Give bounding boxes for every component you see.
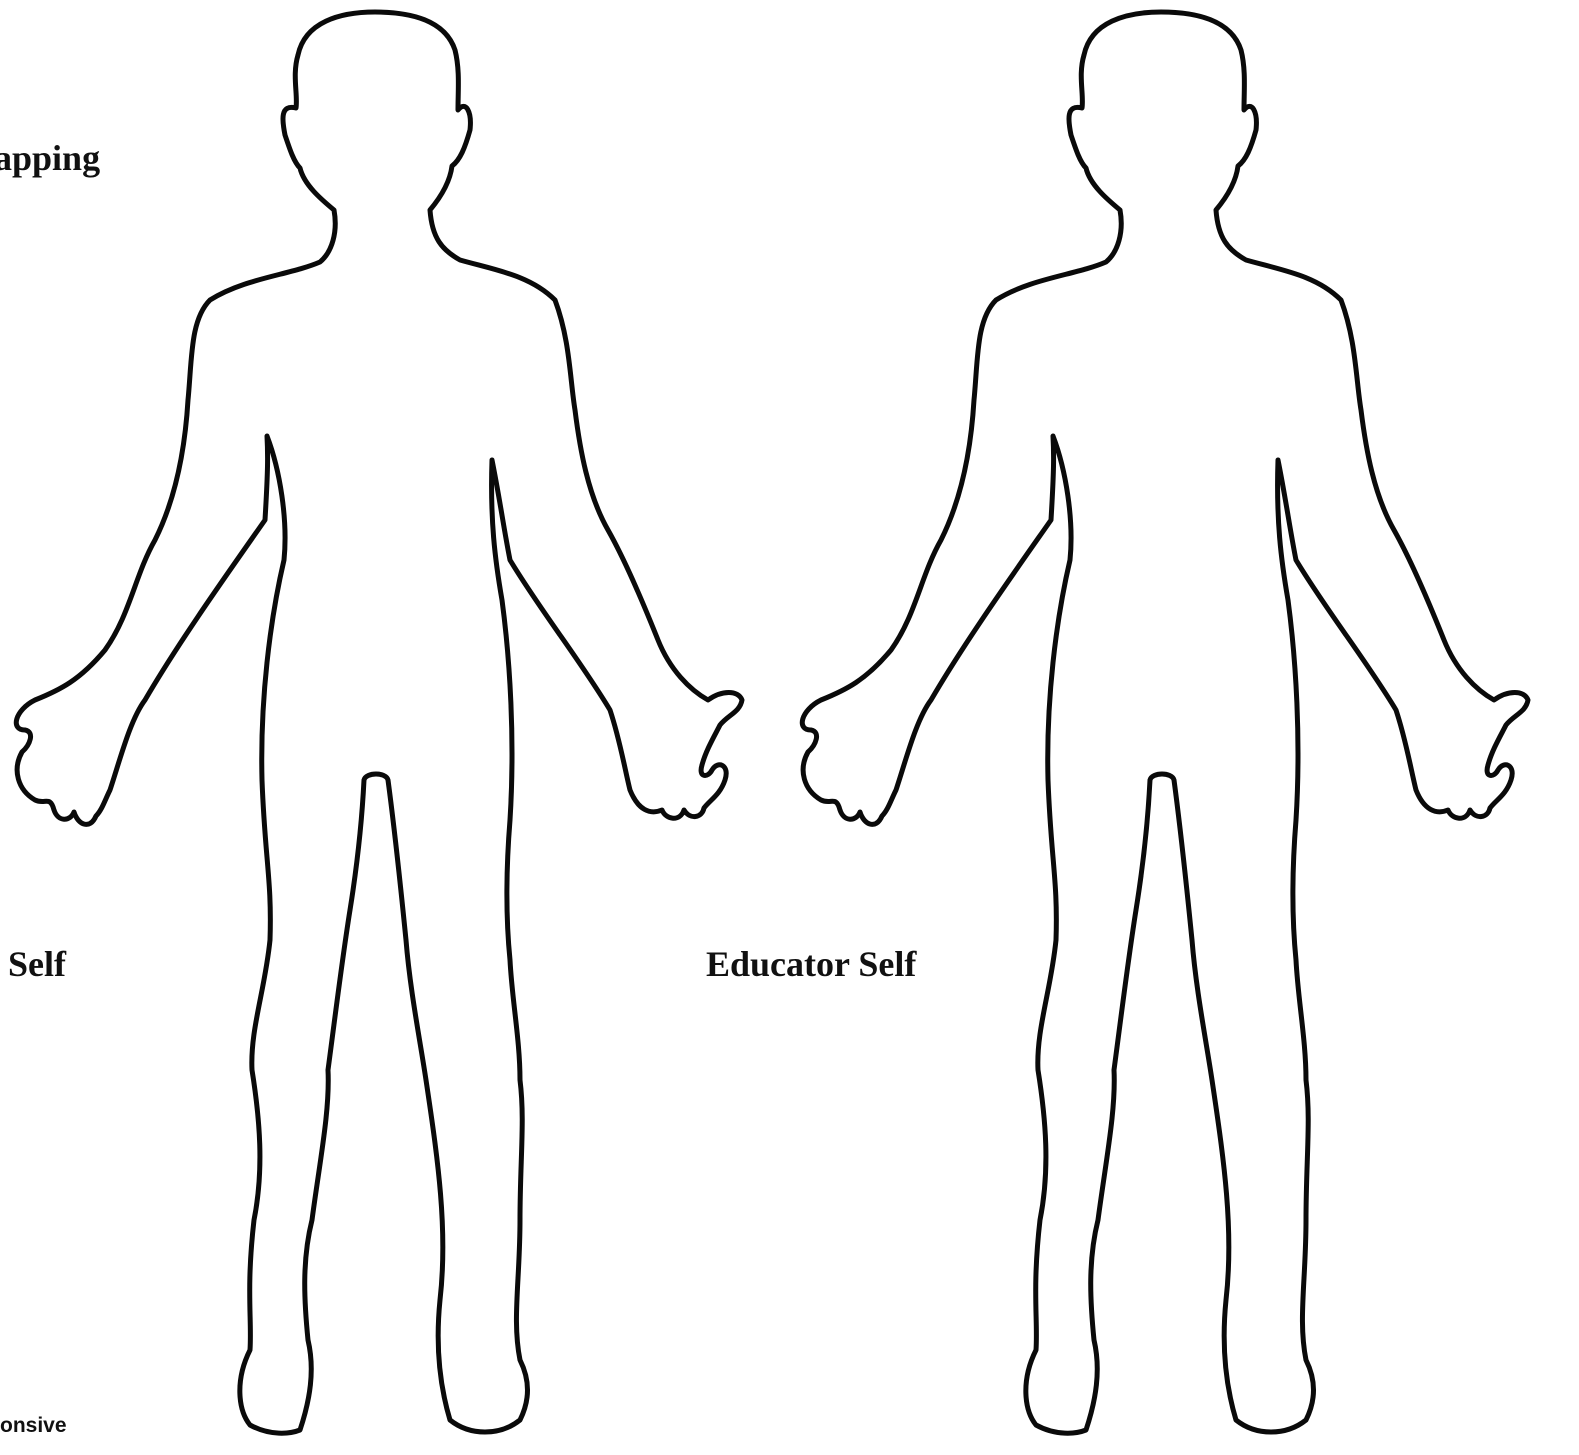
page-heading: apping <box>0 140 100 176</box>
body-outline-right <box>802 12 1528 1433</box>
figure-caption-self: Self <box>8 946 66 982</box>
body-outline-left <box>16 12 742 1433</box>
footer-text: onsive <box>0 1415 67 1436</box>
figure-caption-educator-self: Educator Self <box>706 946 916 982</box>
